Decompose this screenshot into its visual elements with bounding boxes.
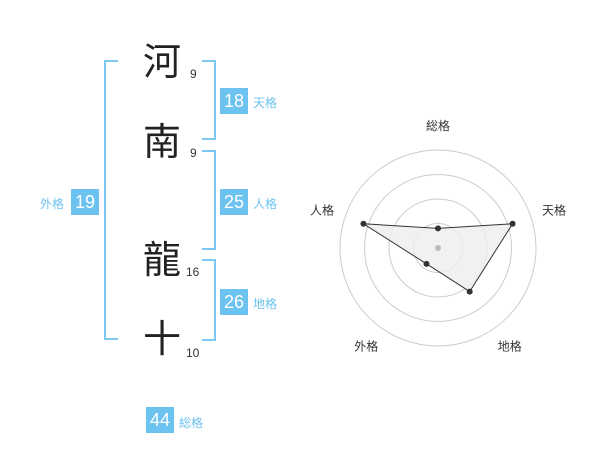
jinkaku-label: 人格 [253, 197, 278, 211]
gaikaku-value: 19 [71, 189, 99, 215]
stroke-count-3: 16 [186, 265, 200, 279]
stroke-count-1: 9 [190, 67, 197, 81]
jinkaku-value: 25 [220, 189, 248, 215]
gaikaku-bracket [104, 60, 118, 340]
radar-axis-label-5: 人格 [310, 202, 334, 217]
soukaku-label: 総格 [179, 416, 204, 430]
radar-axis-label-1: 総格 [426, 118, 450, 133]
tenkaku-value: 18 [220, 88, 248, 114]
name-char-3: 龍 [142, 238, 181, 282]
radar-axis-label-3: 地格 [498, 339, 522, 354]
radar-center-point [435, 245, 441, 251]
radar-axis-label-4: 外格 [354, 339, 378, 354]
stroke-count-2: 9 [190, 146, 197, 160]
radar-point-1 [435, 225, 441, 232]
radar-grid-ring [339, 149, 537, 347]
radar-grid-ring [364, 174, 512, 322]
name-char-4: 十 [142, 317, 181, 361]
chikaku-bracket [202, 259, 216, 341]
name-char-2: 南 [142, 120, 181, 164]
tenkaku-bracket [202, 60, 216, 140]
soukaku-value: 44 [146, 407, 174, 433]
chikaku-value: 26 [220, 289, 248, 315]
tenkaku-label: 天格 [253, 96, 278, 110]
radar-point-3 [466, 288, 473, 295]
radar-series-area [363, 223, 514, 293]
jinkaku-bracket [202, 150, 216, 250]
radar-point-5 [360, 220, 367, 227]
name-char-1: 河 [142, 40, 181, 84]
radar-point-4 [423, 260, 430, 267]
radar-point-2 [509, 220, 516, 227]
stroke-count-4: 10 [186, 346, 200, 360]
radar-axis-label-2: 天格 [542, 202, 566, 217]
gaikaku-label: 外格 [40, 197, 65, 211]
chikaku-label: 地格 [253, 297, 278, 311]
